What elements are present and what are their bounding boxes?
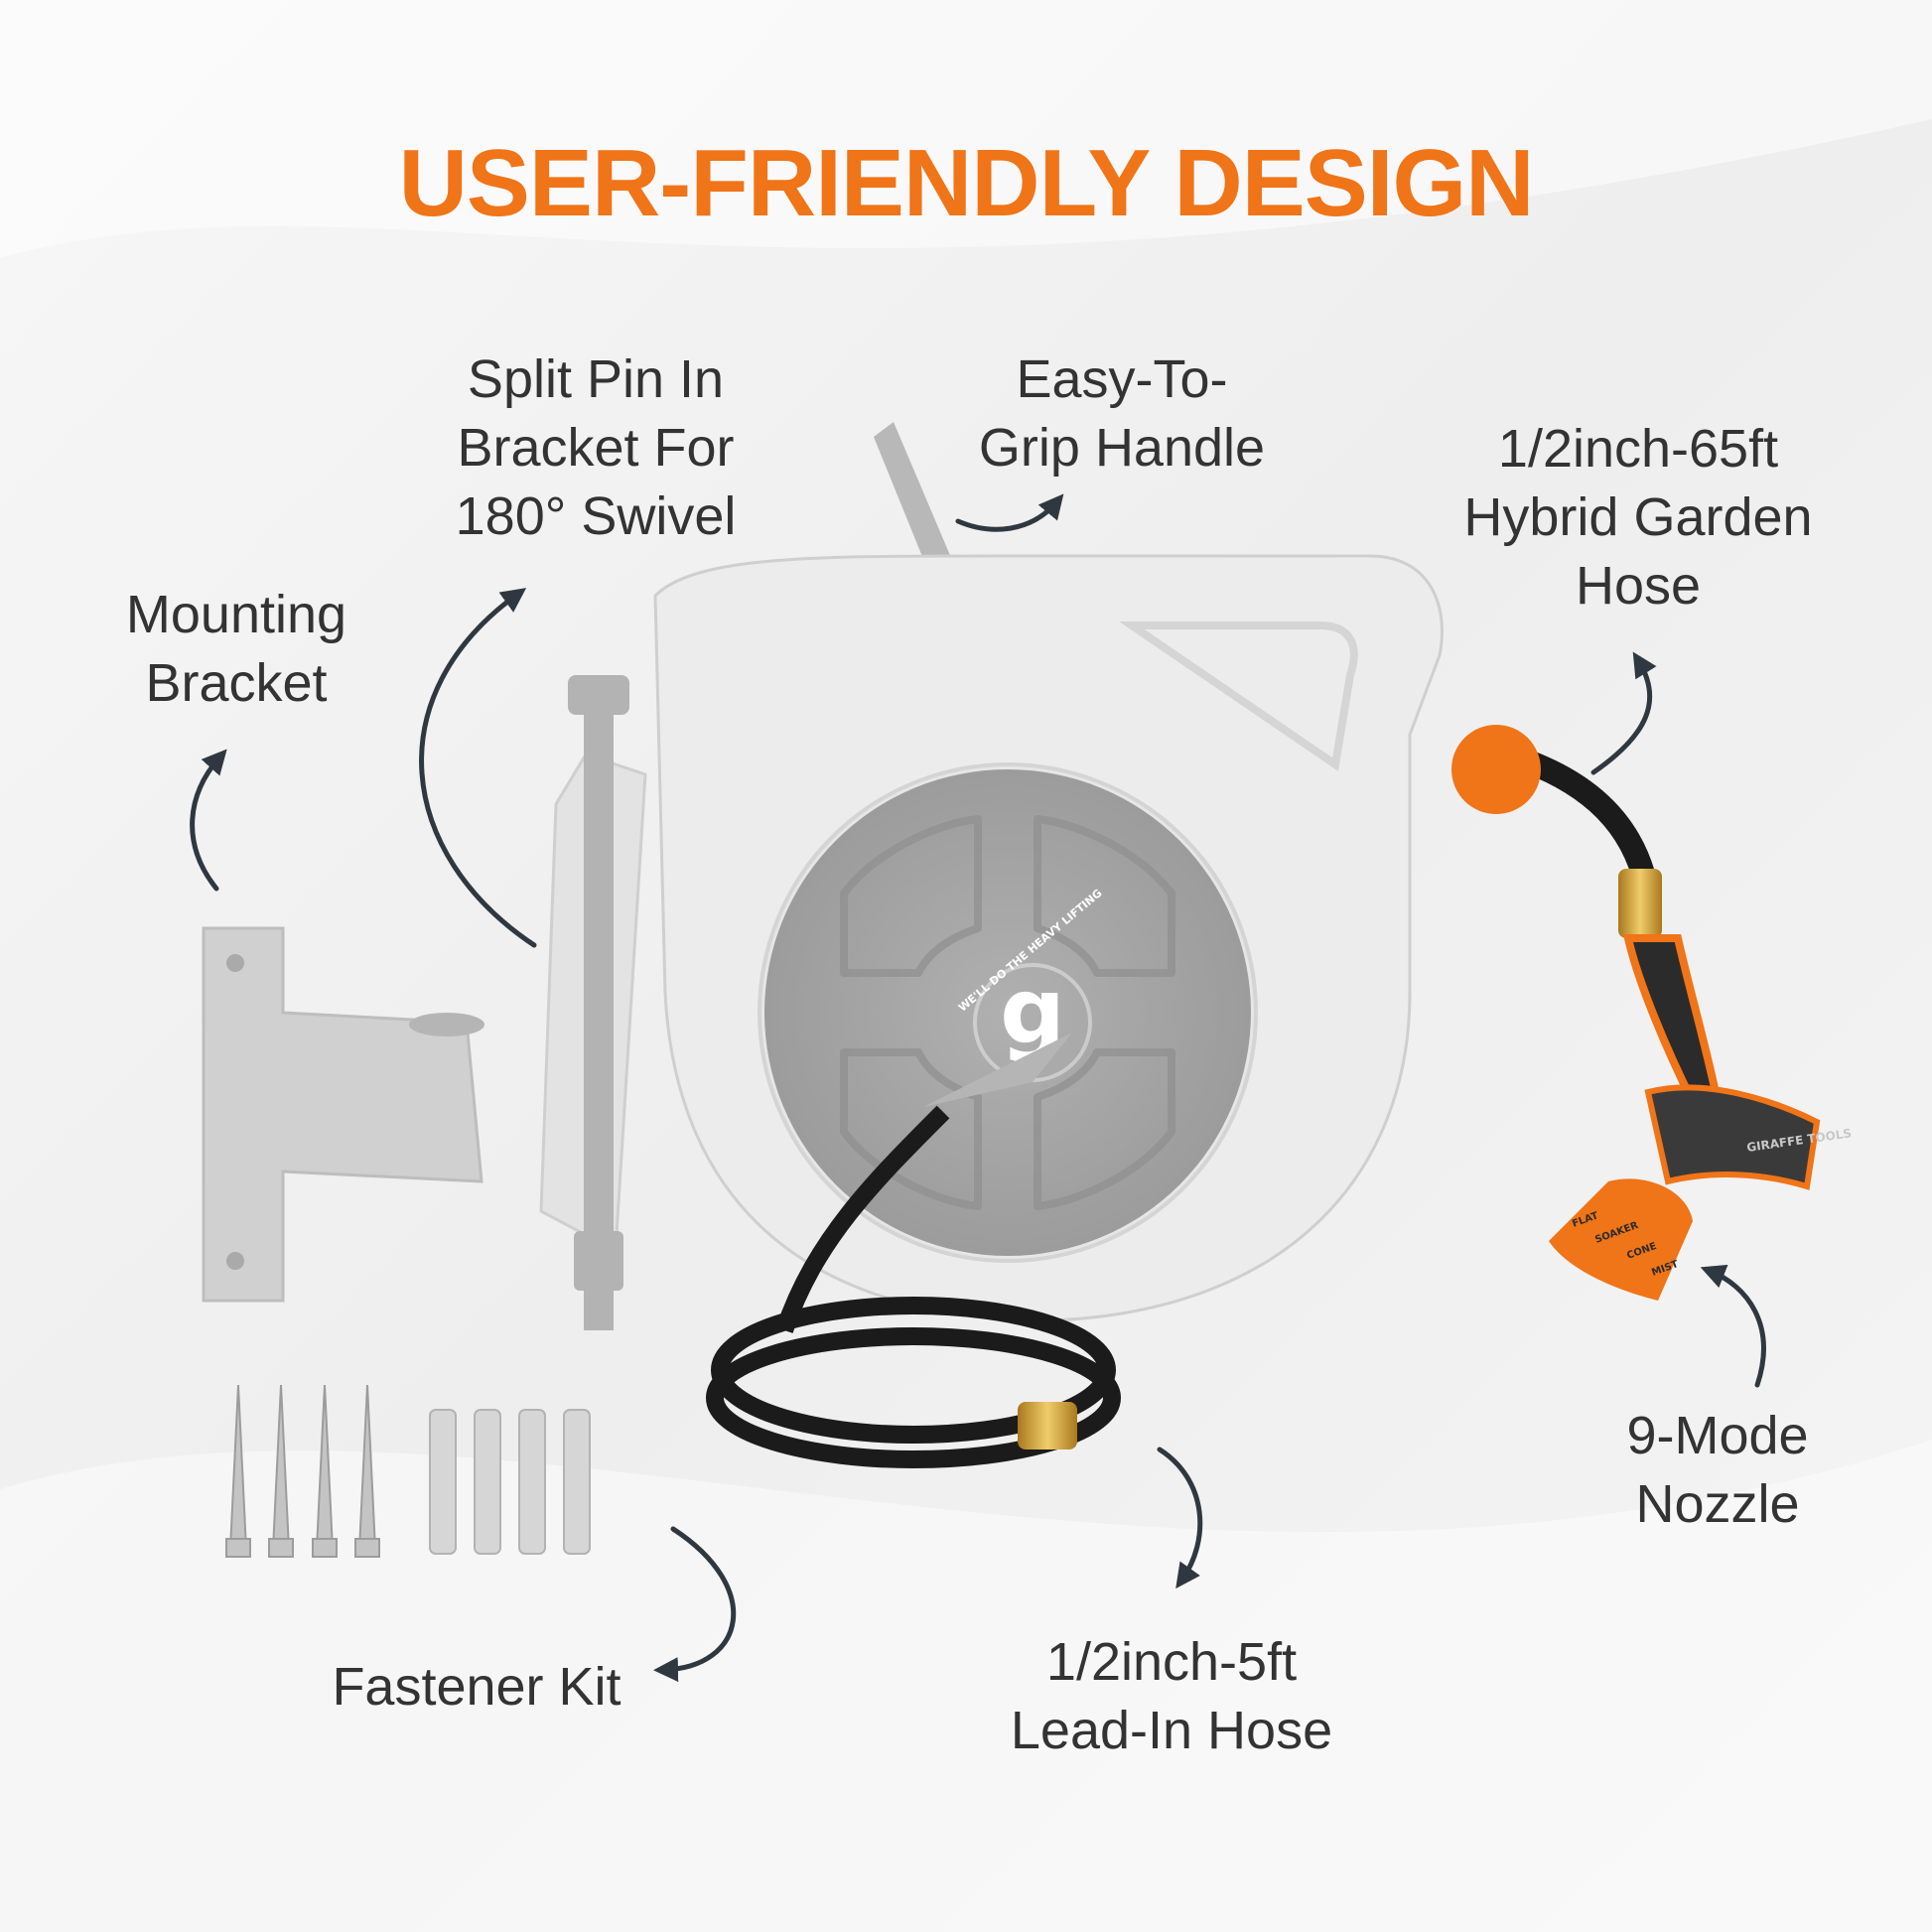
screws [225,1384,380,1558]
split-pin-arrow [419,588,537,948]
label-line: 1/2inch-5ft [1045,1632,1298,1692]
label-line: Easy-To- [1016,349,1228,409]
reel-cover [764,769,1251,1256]
label-line: Grip Handle [978,418,1266,478]
label-line: Mounting [125,585,347,644]
nozzle-arrow [1700,1264,1766,1388]
split-pin [568,675,629,1330]
lead-in-hose-label: 1/2inch-5ft Lead-In Hose [993,1628,1350,1765]
grip-handle-label: Easy-To- Grip Handle [953,345,1291,483]
label-line: Bracket For [457,418,735,478]
label-line: 9-Mode [1626,1406,1809,1465]
grip-handle-arrow [955,493,1064,532]
label-line: Split Pin In [467,349,725,409]
fastener-kit-label: Fastener Kit [298,1653,655,1722]
page-title: USER-FRIENDLY DESIGN [398,130,1535,236]
lead-in-hose-coil [706,1105,1121,1468]
garden-hose-arrow [1590,651,1657,775]
lead-in-hose-arrow [1157,1447,1203,1589]
fastener-kit [225,1384,591,1558]
label-line: Hybrid Garden [1463,487,1813,547]
mounting-bracket-arrow [190,749,227,892]
mounting-bracket [202,926,484,1303]
grip-handle [874,422,963,596]
label-line: Hose [1575,556,1702,616]
label-line: 180° Swivel [455,486,737,546]
label-line: Bracket [145,653,328,713]
label-line: Fastener Kit [332,1657,621,1717]
label-line: Nozzle [1635,1474,1800,1534]
label-line: Lead-In Hose [1010,1701,1333,1760]
hose-reel: g WE'LL DO THE HEAVY LIFTING [539,422,1444,1322]
fastener-kit-arrow [653,1526,737,1683]
garden-hose-label: 1/2inch-65ft Hybrid Garden Hose [1430,415,1847,621]
label-line: 1/2inch-65ft [1497,419,1779,479]
mounting-bracket-label: Mounting Bracket [87,581,385,718]
split-pin-label: Split Pin In Bracket For 180° Swivel [397,345,794,551]
nozzle-label: 9-Mode Nozzle [1569,1402,1866,1539]
spray-nozzle: GIRAFFE TOOLS FLAT SOAKER CONE MIST [1451,725,1853,1301]
wall-anchors [429,1409,591,1555]
brass-fitting [1018,1402,1077,1449]
